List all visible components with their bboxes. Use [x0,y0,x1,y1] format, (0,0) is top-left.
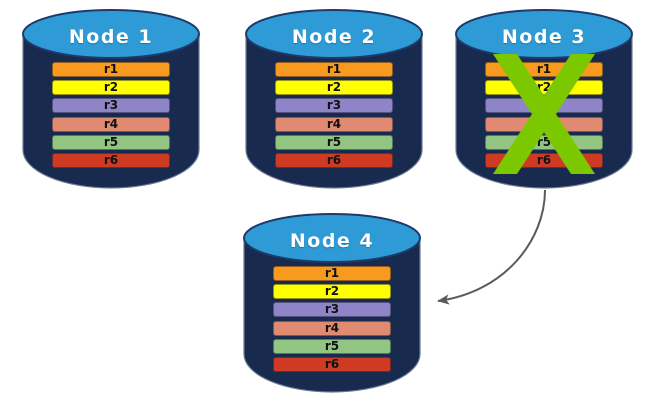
arrow-path [437,189,546,305]
record-r1[interactable]: r1 [273,266,391,281]
record-r2[interactable]: r2 [485,80,603,96]
record-r1[interactable]: r1 [485,62,603,77]
cylinder-top [22,9,200,59]
record-r4[interactable]: r4 [273,320,391,336]
record-r6[interactable]: r6 [52,152,170,168]
record-r4[interactable]: r4 [485,116,603,132]
record-r2[interactable]: r2 [275,80,393,96]
record-r1[interactable]: r1 [52,62,170,77]
record-list: r1 r2 r3 r4 r5 r6 [485,62,603,171]
record-r5[interactable]: r5 [275,134,393,150]
record-r4[interactable]: r4 [52,116,170,132]
record-r5[interactable]: r5 [273,338,391,354]
record-r5[interactable]: r5 [52,134,170,150]
record-r1[interactable]: r1 [275,62,393,77]
record-r2[interactable]: r2 [273,284,391,300]
record-r3[interactable]: r3 [273,302,391,318]
record-r3[interactable]: r3 [275,98,393,114]
record-r6[interactable]: r6 [275,152,393,168]
cylinder-top [243,213,421,263]
record-list: r1 r2 r3 r4 r5 r6 [275,62,393,171]
record-r6[interactable]: r6 [273,356,391,372]
record-r5[interactable]: r5 [485,134,603,150]
record-r3[interactable]: r3 [485,98,603,114]
record-list: r1 r2 r3 r4 r5 r6 [52,62,170,171]
record-list: r1 r2 r3 r4 r5 r6 [273,266,391,375]
record-r4[interactable]: r4 [275,116,393,132]
record-r6[interactable]: r6 [485,152,603,168]
record-r3[interactable]: r3 [52,98,170,114]
cylinder-top [455,9,633,59]
cylinder-top [245,9,423,59]
record-r2[interactable]: r2 [52,80,170,96]
